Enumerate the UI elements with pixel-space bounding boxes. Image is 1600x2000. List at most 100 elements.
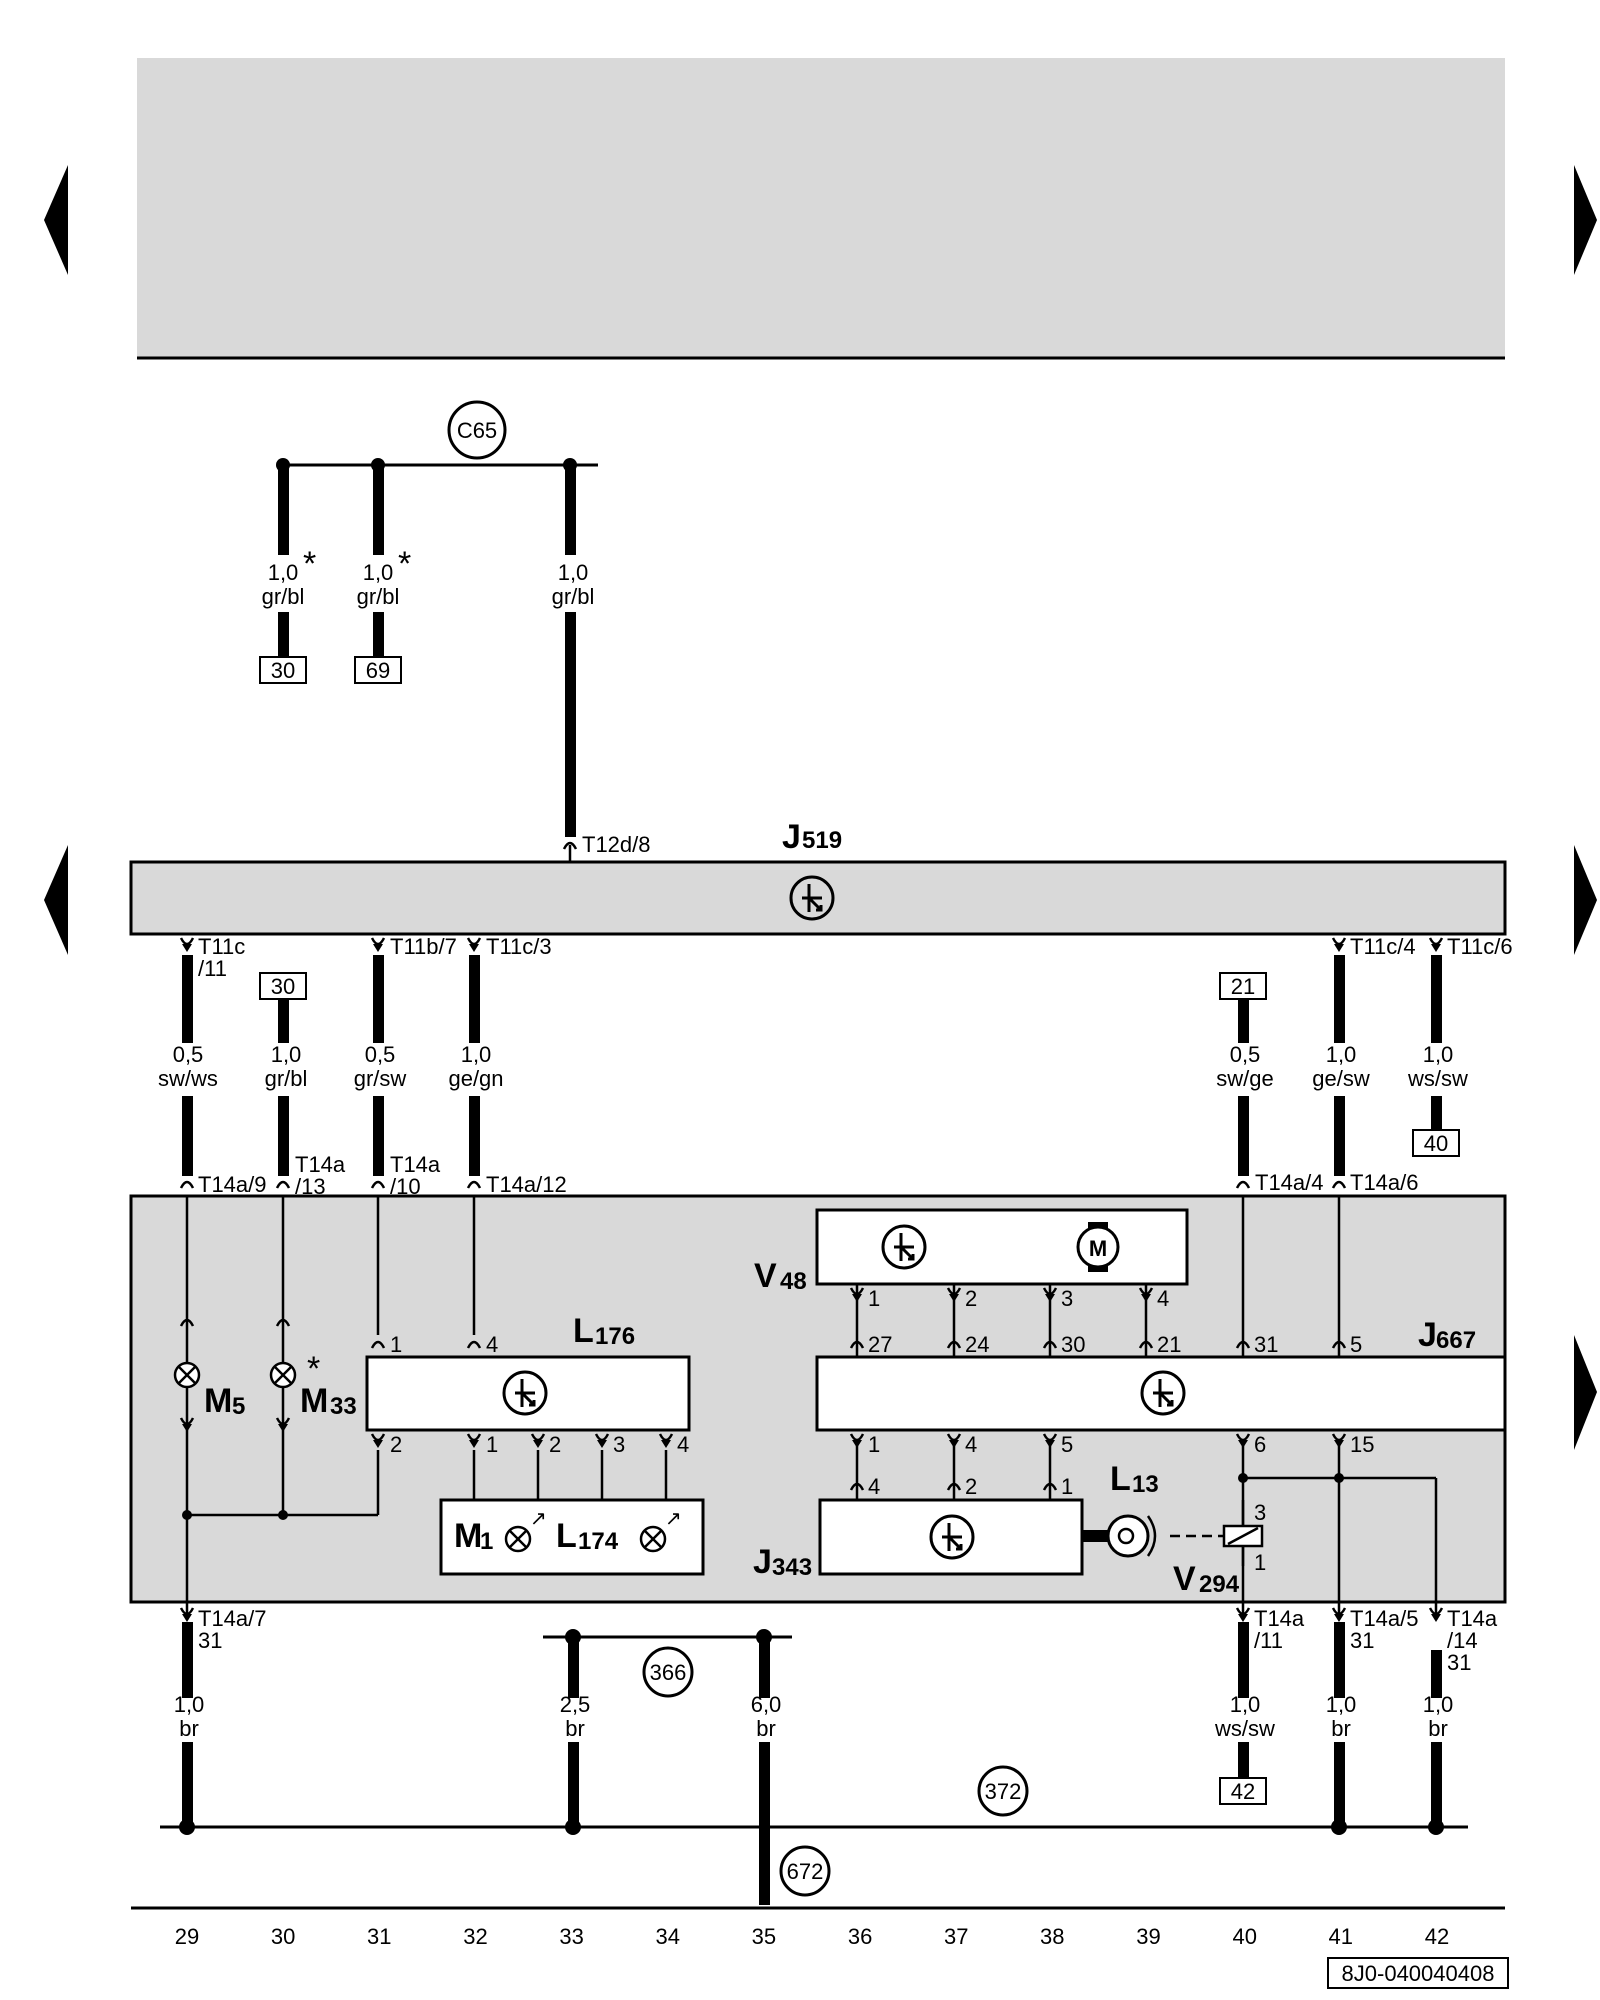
grid-number: 30: [271, 1924, 295, 1949]
svg-text:1: 1: [868, 1286, 880, 1311]
svg-text:6,0: 6,0: [751, 1692, 782, 1717]
svg-text:4: 4: [868, 1474, 880, 1499]
wire-color: gr/bl: [262, 584, 305, 609]
wire-color: gr/bl: [552, 584, 595, 609]
svg-text:br: br: [565, 1716, 585, 1741]
l174-bulb-icon: [639, 1525, 667, 1553]
ground-366-badge: [642, 1646, 694, 1698]
svg-text:1: 1: [486, 1432, 498, 1457]
svg-text:ge/gn: ge/gn: [448, 1066, 503, 1091]
svg-text:1,0: 1,0: [1423, 1692, 1454, 1717]
svg-text:1,0: 1,0: [1423, 1042, 1454, 1067]
svg-text:2: 2: [549, 1432, 561, 1457]
ground-wire-33: [568, 1637, 579, 1698]
l13-sub: 13: [1132, 1471, 1159, 1498]
svg-text:4: 4: [965, 1432, 977, 1457]
wire-c65-j519: [565, 465, 576, 555]
ground-672-badge: [779, 1845, 831, 1897]
svg-text:1,0: 1,0: [1326, 1042, 1357, 1067]
svg-text:ws/sw: ws/sw: [1214, 1716, 1275, 1741]
svg-text:0,5: 0,5: [365, 1042, 396, 1067]
svg-text:/14: /14: [1447, 1628, 1478, 1653]
svg-text:40: 40: [1424, 1131, 1448, 1156]
wire-size: 1,0: [558, 560, 589, 585]
svg-text:1,0: 1,0: [1326, 1692, 1357, 1717]
svg-text:T11c/6: T11c/6: [1447, 934, 1513, 959]
svg-text:42: 42: [1231, 1779, 1255, 1804]
svg-text:30: 30: [1061, 1332, 1085, 1357]
ground-wire-41: [1334, 1622, 1345, 1698]
j667-sub: 667: [1436, 1327, 1476, 1354]
svg-text:T11c/3: T11c/3: [486, 934, 552, 959]
doc-id: 8J0-040040408: [1342, 1961, 1495, 1986]
j519-sub: 519: [802, 827, 842, 854]
svg-text:2: 2: [965, 1286, 977, 1311]
j519-outputs: T11c /11 0,5 sw/ws T14a/9 30 1,0 gr/bl T…: [158, 934, 1513, 1199]
svg-text:4: 4: [486, 1332, 498, 1357]
svg-text:31: 31: [198, 1628, 222, 1653]
svg-text:1,0: 1,0: [271, 1042, 302, 1067]
svg-text:M: M: [1089, 1236, 1107, 1261]
light-rays-icon: ↗: [665, 1508, 682, 1530]
l176-sub: 176: [595, 1323, 635, 1350]
v48-actuator: [815, 1208, 1189, 1286]
grid-number: 29: [175, 1924, 199, 1949]
m33-sub: 33: [330, 1393, 357, 1420]
svg-text:1: 1: [868, 1432, 880, 1457]
svg-text:15: 15: [1350, 1432, 1374, 1457]
svg-text:31: 31: [1350, 1628, 1374, 1653]
wire-c65-69: [373, 465, 384, 555]
svg-text:T11b/7: T11b/7: [390, 934, 457, 959]
svg-text:1: 1: [1061, 1474, 1073, 1499]
nav-right-arrow-top[interactable]: [1574, 165, 1597, 275]
ground-wire-42: [1431, 1650, 1442, 1698]
grid-number: 32: [463, 1924, 487, 1949]
v294-sub: 294: [1199, 1571, 1240, 1598]
light-rays-icon: ↗: [530, 1508, 547, 1530]
svg-text:T14a: T14a: [295, 1152, 346, 1177]
l174-sub: 174: [578, 1528, 619, 1555]
nav-left-arrow-middle[interactable]: [44, 845, 68, 955]
nav-right-arrow-bottom[interactable]: [1574, 1335, 1597, 1450]
motor-icon: M: [1076, 1222, 1120, 1272]
svg-text:T11c/4: T11c/4: [1350, 934, 1416, 959]
j667-label: J: [1418, 1316, 1437, 1354]
v48-sub: 48: [780, 1268, 807, 1295]
m5-sub: 5: [232, 1393, 245, 1420]
svg-text:21: 21: [1231, 974, 1255, 999]
nav-right-arrow-middle[interactable]: [1574, 845, 1597, 955]
grid-number: 39: [1136, 1924, 1160, 1949]
svg-text:T14a/6: T14a/6: [1350, 1170, 1419, 1195]
svg-text:0,5: 0,5: [173, 1042, 204, 1067]
svg-text:27: 27: [868, 1332, 892, 1357]
svg-text:4: 4: [677, 1432, 689, 1457]
ground-372-badge: [977, 1765, 1029, 1817]
svg-text:T14a/4: T14a/4: [1255, 1170, 1324, 1195]
grid-number: 42: [1425, 1924, 1449, 1949]
svg-text:T14a/7: T14a/7: [198, 1606, 267, 1631]
j343-sub: 343: [772, 1554, 812, 1581]
svg-text:ws/sw: ws/sw: [1407, 1066, 1468, 1091]
grid-number: 36: [848, 1924, 872, 1949]
svg-text:T14a: T14a: [390, 1152, 441, 1177]
svg-text:/11: /11: [1254, 1628, 1283, 1653]
header-shaded-area: [137, 58, 1505, 358]
wire-c65-30: [278, 465, 289, 555]
wire-color: gr/bl: [357, 584, 400, 609]
svg-text:24: 24: [965, 1332, 989, 1357]
l13-label: L: [1110, 1460, 1131, 1498]
svg-text:T14a: T14a: [1447, 1606, 1498, 1631]
grid-number: 38: [1040, 1924, 1064, 1949]
nav-left-arrow-top[interactable]: [44, 165, 68, 275]
svg-text:5: 5: [1350, 1332, 1362, 1357]
ref-box-69-label: 69: [366, 658, 390, 683]
svg-text:T14a: T14a: [1254, 1606, 1305, 1631]
svg-text:31: 31: [1254, 1332, 1278, 1357]
svg-text:1,0: 1,0: [1230, 1692, 1261, 1717]
svg-text:372: 372: [985, 1779, 1022, 1804]
svg-text:br: br: [179, 1716, 199, 1741]
svg-text:T14a/12: T14a/12: [486, 1172, 567, 1197]
svg-text:gr/sw: gr/sw: [354, 1066, 407, 1091]
svg-text:sw/ws: sw/ws: [158, 1066, 218, 1091]
